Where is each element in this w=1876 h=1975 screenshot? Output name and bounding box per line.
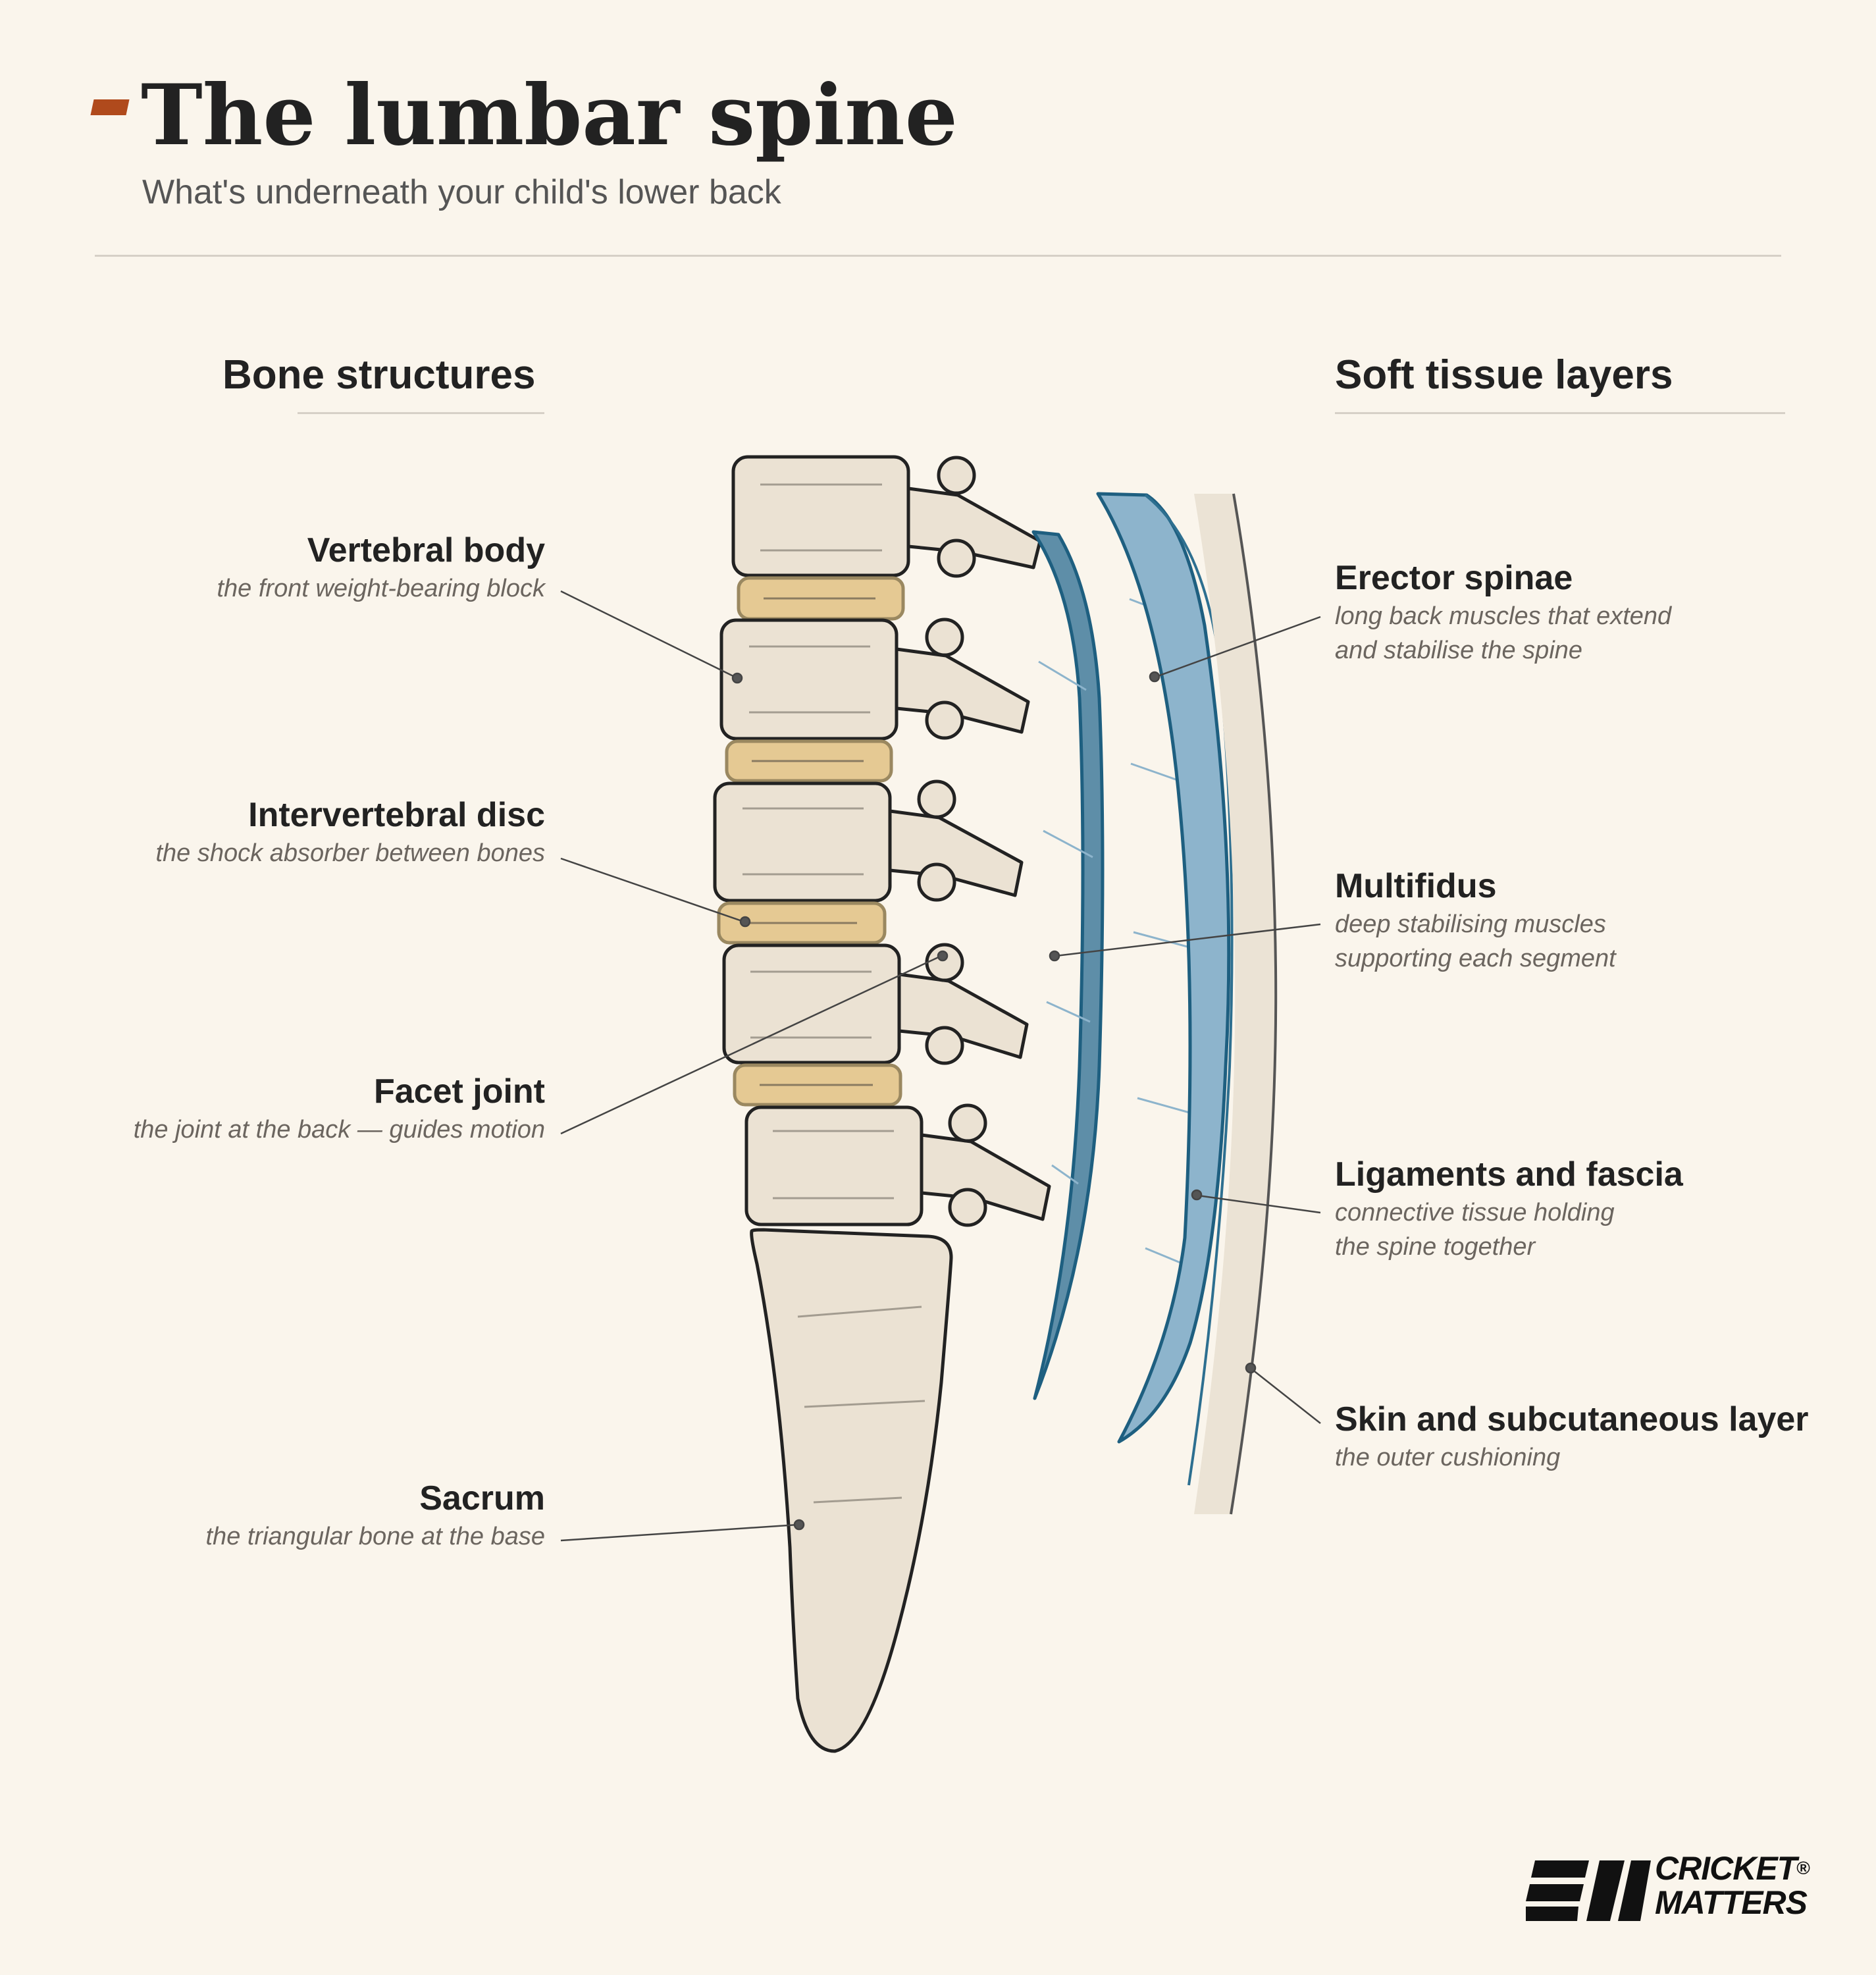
vertebra-l1 [731,455,1042,578]
section-underline-bone [298,412,544,414]
cricket-matters-logo-icon [1526,1860,1651,1921]
logo-line-2: MATTERS [1655,1884,1808,1921]
label-desc-line-2: the spine together [1335,1233,1536,1261]
vertebra-l3 [713,779,1024,903]
label-skin-subcutaneous: Skin and subcutaneous layer the outer cu… [1335,1398,1809,1475]
section-heading-soft-tissue: Soft tissue layers [1335,352,1673,398]
skin-layer-shape [1194,494,1276,1514]
label-name: Skin and subcutaneous layer [1335,1400,1809,1438]
label-desc-line-2: supporting each segment [1335,945,1616,972]
label-sacrum: Sacrum the triangular bone at the base [206,1477,546,1554]
vertebra-l4 [722,943,1029,1065]
label-desc-line-1: connective tissue holding [1335,1199,1615,1226]
multifidus-shape [1031,530,1105,1400]
label-name: Facet joint [373,1072,545,1111]
label-desc: the shock absorber between bones [155,839,545,867]
label-vertebral-body: Vertebral body the front weight-bearing … [217,529,545,606]
vertebra-l5 [744,1103,1051,1227]
label-desc: the front weight-bearing block [217,575,545,602]
label-desc-line-1: long back muscles that extend [1335,602,1672,630]
label-name: Ligaments and fascia [1335,1155,1683,1194]
soft-leader-lines [1049,616,1321,1424]
skin-outer-line [1230,493,1278,1515]
page-subtitle: What's underneath your child's lower bac… [142,173,781,211]
vertebra-l2 [719,618,1030,741]
label-intervertebral-disc: Intervertebral disc the shock absorber b… [155,794,545,870]
page-title: The lumbar spine [141,66,958,164]
label-desc-line-1: the outer cushioning [1335,1444,1561,1471]
bone-leader-lines [560,590,949,1542]
section-heading-bone-structures: Bone structures [222,352,536,398]
header-divider [95,255,1781,257]
label-desc: the triangular bone at the base [205,1523,546,1550]
label-name: Multifidus [1335,867,1497,905]
label-desc-line-2: and stabilise the spine [1335,637,1583,664]
ligaments-fascia-line [1144,494,1234,1486]
label-name: Intervertebral disc [248,796,545,834]
label-desc-line-1: deep stabilising muscles [1335,910,1606,938]
logo-registered-mark: ® [1796,1858,1810,1878]
sacrum-shape [750,1228,953,1753]
section-underline-soft [1335,412,1785,414]
logo-wordmark: CRICKET® MATTERS [1655,1851,1810,1920]
label-erector-spinae: Erector spinae long back muscles that ex… [1335,557,1671,668]
label-desc: the joint at the back — guides motion [133,1116,545,1144]
label-multifidus: Multifidus deep stabilising muscles supp… [1335,865,1616,976]
logo-line-1: CRICKET [1655,1850,1797,1887]
label-name: Sacrum [419,1479,545,1517]
label-name: Erector spinae [1335,559,1573,597]
erector-spinae-shape [1096,492,1231,1444]
label-ligaments-fascia: Ligaments and fascia connective tissue h… [1335,1153,1683,1264]
label-facet-joint: Facet joint the joint at the back — guid… [134,1070,545,1147]
label-name: Vertebral body [307,531,545,569]
